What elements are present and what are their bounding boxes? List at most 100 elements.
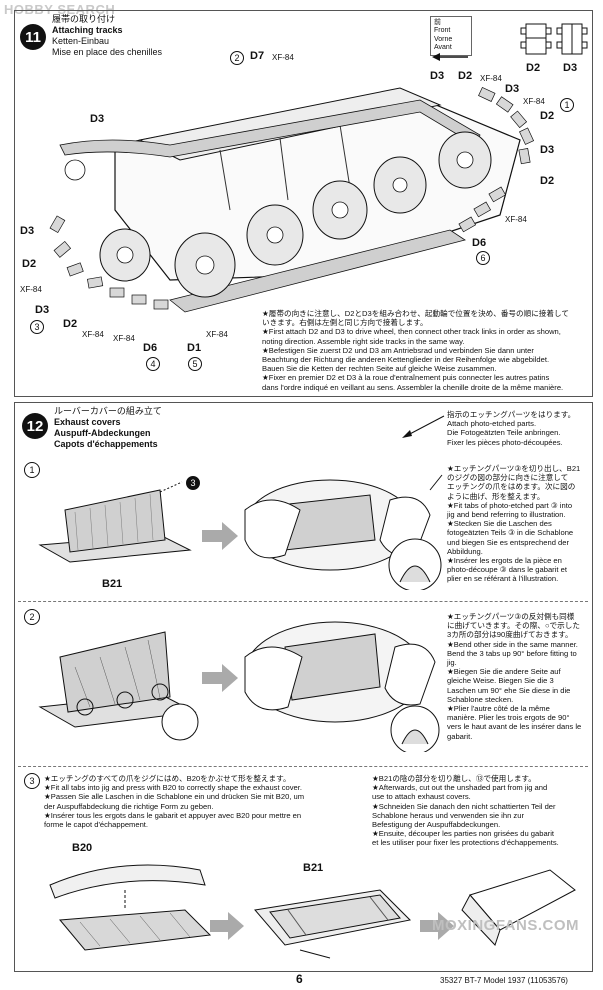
tank-track-illustration <box>49 86 535 313</box>
circle-number-4: 4 <box>146 357 160 371</box>
substep-3-number: 3 <box>24 773 40 789</box>
step-11-title-en: Attaching tracks <box>52 25 123 35</box>
note-line: Laschen um 90° ehe Sie diese in die <box>447 685 571 695</box>
label-d6: D6 <box>472 237 487 249</box>
note-line: Bauen Sie die Ketten der rechten Seite a… <box>262 364 497 374</box>
note-line: いきます。右側は左側と同じ方向で接着します。 <box>262 318 428 328</box>
note-line: Befestigung der Auspuffabdeckungen. <box>372 820 501 830</box>
step-12-title-jp: ルーバーカバーの組み立て <box>54 406 162 416</box>
note-line: Beachtung der Richtung die anderen Kette… <box>262 355 550 365</box>
substep-divider-2 <box>18 766 588 767</box>
pe-part-3-marker: 3 <box>186 476 200 490</box>
front-label-de: Vorne <box>434 35 453 43</box>
circle-number-2: 2 <box>230 51 244 65</box>
substep-1-number: 1 <box>24 462 40 478</box>
track-link-d3-reference <box>556 23 588 55</box>
label-xf84-left-a: XF-84 <box>20 285 42 294</box>
label-xf84-left-b: XF-84 <box>82 330 104 339</box>
step-12-title-fr: Capots d'échappements <box>54 439 158 449</box>
label-xf84-bottom: XF-84 <box>206 330 228 339</box>
note-line: jig and bend referring to illustration. <box>447 510 566 520</box>
substep-2-instructions: ★エッチングパーツ③の反対側も同様 に曲げていきます。その際、○で示した 3カ所… <box>447 612 587 741</box>
step-12-number: 12 <box>22 413 48 439</box>
label-d3-right-c: D3 <box>540 144 555 156</box>
note-line: ★Fit tabs of photo-etched part ③ into <box>447 500 573 510</box>
label-d2-right-a: D2 <box>458 70 473 82</box>
note-line: ★Fixer en premier D2 et D3 à la roue d'e… <box>262 373 550 383</box>
label-d2-left-b: D2 <box>63 318 78 330</box>
note-line: ★Insérer tous les ergots dans le gabarit… <box>44 810 302 820</box>
note-line: ★Fit all tabs into jig and press with B2… <box>44 783 302 793</box>
note-line: ★履帯の向きに注意し、D2とD3を組み合わせ、起動輪で位置を決め、番号の順に接着… <box>262 309 569 318</box>
note-line: Bend the 3 tabs up 90° before fitting to <box>447 648 577 658</box>
note-line: Schablone stecken. <box>447 694 514 704</box>
arrow-left-icon <box>432 53 468 61</box>
exhaust-cover-press-illustration <box>49 864 576 959</box>
step-11-title-fr: Mise en place des chenilles <box>52 47 163 57</box>
part-label-b21-step3: B21 <box>303 862 324 874</box>
note-line: に曲げていきます。その際、○で示した <box>447 621 580 631</box>
circle-number-6: 6 <box>476 251 490 265</box>
step-11-number: 11 <box>20 24 46 50</box>
part-label-b20: B20 <box>72 842 93 854</box>
label-d2-left-a: D2 <box>22 258 37 270</box>
note-line: Abbildung. <box>447 546 483 556</box>
substep-2-number: 2 <box>24 609 40 625</box>
label-d3-right-b: D3 <box>505 83 520 95</box>
step-11-panel <box>14 10 593 397</box>
note-line: noting direction. Assemble right side tr… <box>262 336 465 346</box>
note-line: manière. Plier les trois ergots de 90° <box>447 713 570 723</box>
exhaust-jig-step-2-illustration <box>38 621 440 752</box>
pointer-arrow-icon <box>402 415 445 438</box>
label-d2-right-c: D2 <box>540 175 555 187</box>
intro-line: Attach photo-etched parts. <box>447 419 537 429</box>
exhaust-jig-step-1-illustration <box>38 474 443 590</box>
ref-label-d2: D2 <box>526 62 541 74</box>
note-line: ★Biegen Sie die andere Seite auf <box>447 667 561 677</box>
label-d3-left-b: D3 <box>35 304 50 316</box>
label-xf84-right-b: XF-84 <box>523 97 545 106</box>
note-line: ★Afterwards, cut out the unshaded part f… <box>372 783 548 793</box>
label-d6-bottom: D6 <box>143 342 158 354</box>
note-line: ように曲げ、形を整えます。 <box>447 491 545 501</box>
front-label-en: Front <box>434 27 451 35</box>
note-line: et les utiliser pour fixer les protectio… <box>372 838 559 848</box>
note-line: use to attach exhaust covers. <box>372 792 471 802</box>
substep-3-instructions-left: ★エッチングのすべての爪をジグにはめ、B20をかぶせて形を整えます。 ★Fit … <box>44 774 344 829</box>
substep-divider-1 <box>18 601 588 602</box>
note-line: ★Stecken Sie die Laschen des <box>447 519 552 529</box>
label-d1: D1 <box>187 342 202 354</box>
note-line: ★First attach D2 and D3 to drive wheel, … <box>262 327 561 337</box>
circle-number-3: 3 <box>30 320 44 334</box>
intro-line: Fixer les pièces photo-découpées. <box>447 437 563 447</box>
note-line: dans l'ordre indiqué en veillant au sens… <box>262 382 564 392</box>
note-line: ★Befestigen Sie zuerst D2 und D3 am Antr… <box>262 345 534 355</box>
note-line: photo-découpe ③ dans le gabarit et <box>447 565 567 575</box>
label-d3-left-a: D3 <box>20 225 35 237</box>
part-label-b21-step1: B21 <box>102 578 123 590</box>
label-xf84-left-c: XF-84 <box>113 334 135 343</box>
note-line: ★エッチングパーツ③を切り出し、B21 <box>447 464 581 473</box>
front-label-jp: 前 <box>434 19 441 26</box>
note-line: ★Bend other side in the same manner. <box>447 639 578 649</box>
note-line: ★Schneiden Sie danach den nicht schattie… <box>372 801 556 811</box>
step-12-intro: 指示のエッチングパーツをはります。 Attach photo-etched pa… <box>447 410 587 447</box>
substep-3-instructions-right: ★B21の陰の部分を切り離し、⑬で使用します。 ★Afterwards, cut… <box>372 774 587 848</box>
track-link-d2-reference <box>520 23 552 55</box>
step-12-title-en: Exhaust covers <box>54 417 121 427</box>
note-line: ★Plier l'autre côté de la même <box>447 704 550 714</box>
front-label-fr: Avant <box>434 44 452 52</box>
note-line: のジグの図の部分に向きに注意して <box>447 473 569 483</box>
note-line: ★エッチングのすべての爪をジグにはめ、B20をかぶせて形を整えます。 <box>44 774 291 783</box>
label-xf84-right-c: XF-84 <box>505 215 527 224</box>
note-line: gabarit. <box>447 731 473 741</box>
label-xf84-d7: XF-84 <box>272 53 294 62</box>
step-12-title-de: Auspuff-Abdeckungen <box>54 428 151 438</box>
ref-label-d3: D3 <box>563 62 578 74</box>
note-line: und biegen Sie es entsprechend der <box>447 537 570 547</box>
note-line: plier en se référant à l'illustration. <box>447 574 559 584</box>
note-line: gleiche Weise. Biegen Sie die 3 <box>447 676 554 686</box>
step-12-title: ルーバーカバーの組み立て Exhaust covers Auspuff-Abde… <box>54 406 162 450</box>
note-line: ★Ensuite, découper les parties non grisé… <box>372 829 554 839</box>
note-line: fotogeätzten Teils ③ in die Schablone <box>447 528 574 538</box>
